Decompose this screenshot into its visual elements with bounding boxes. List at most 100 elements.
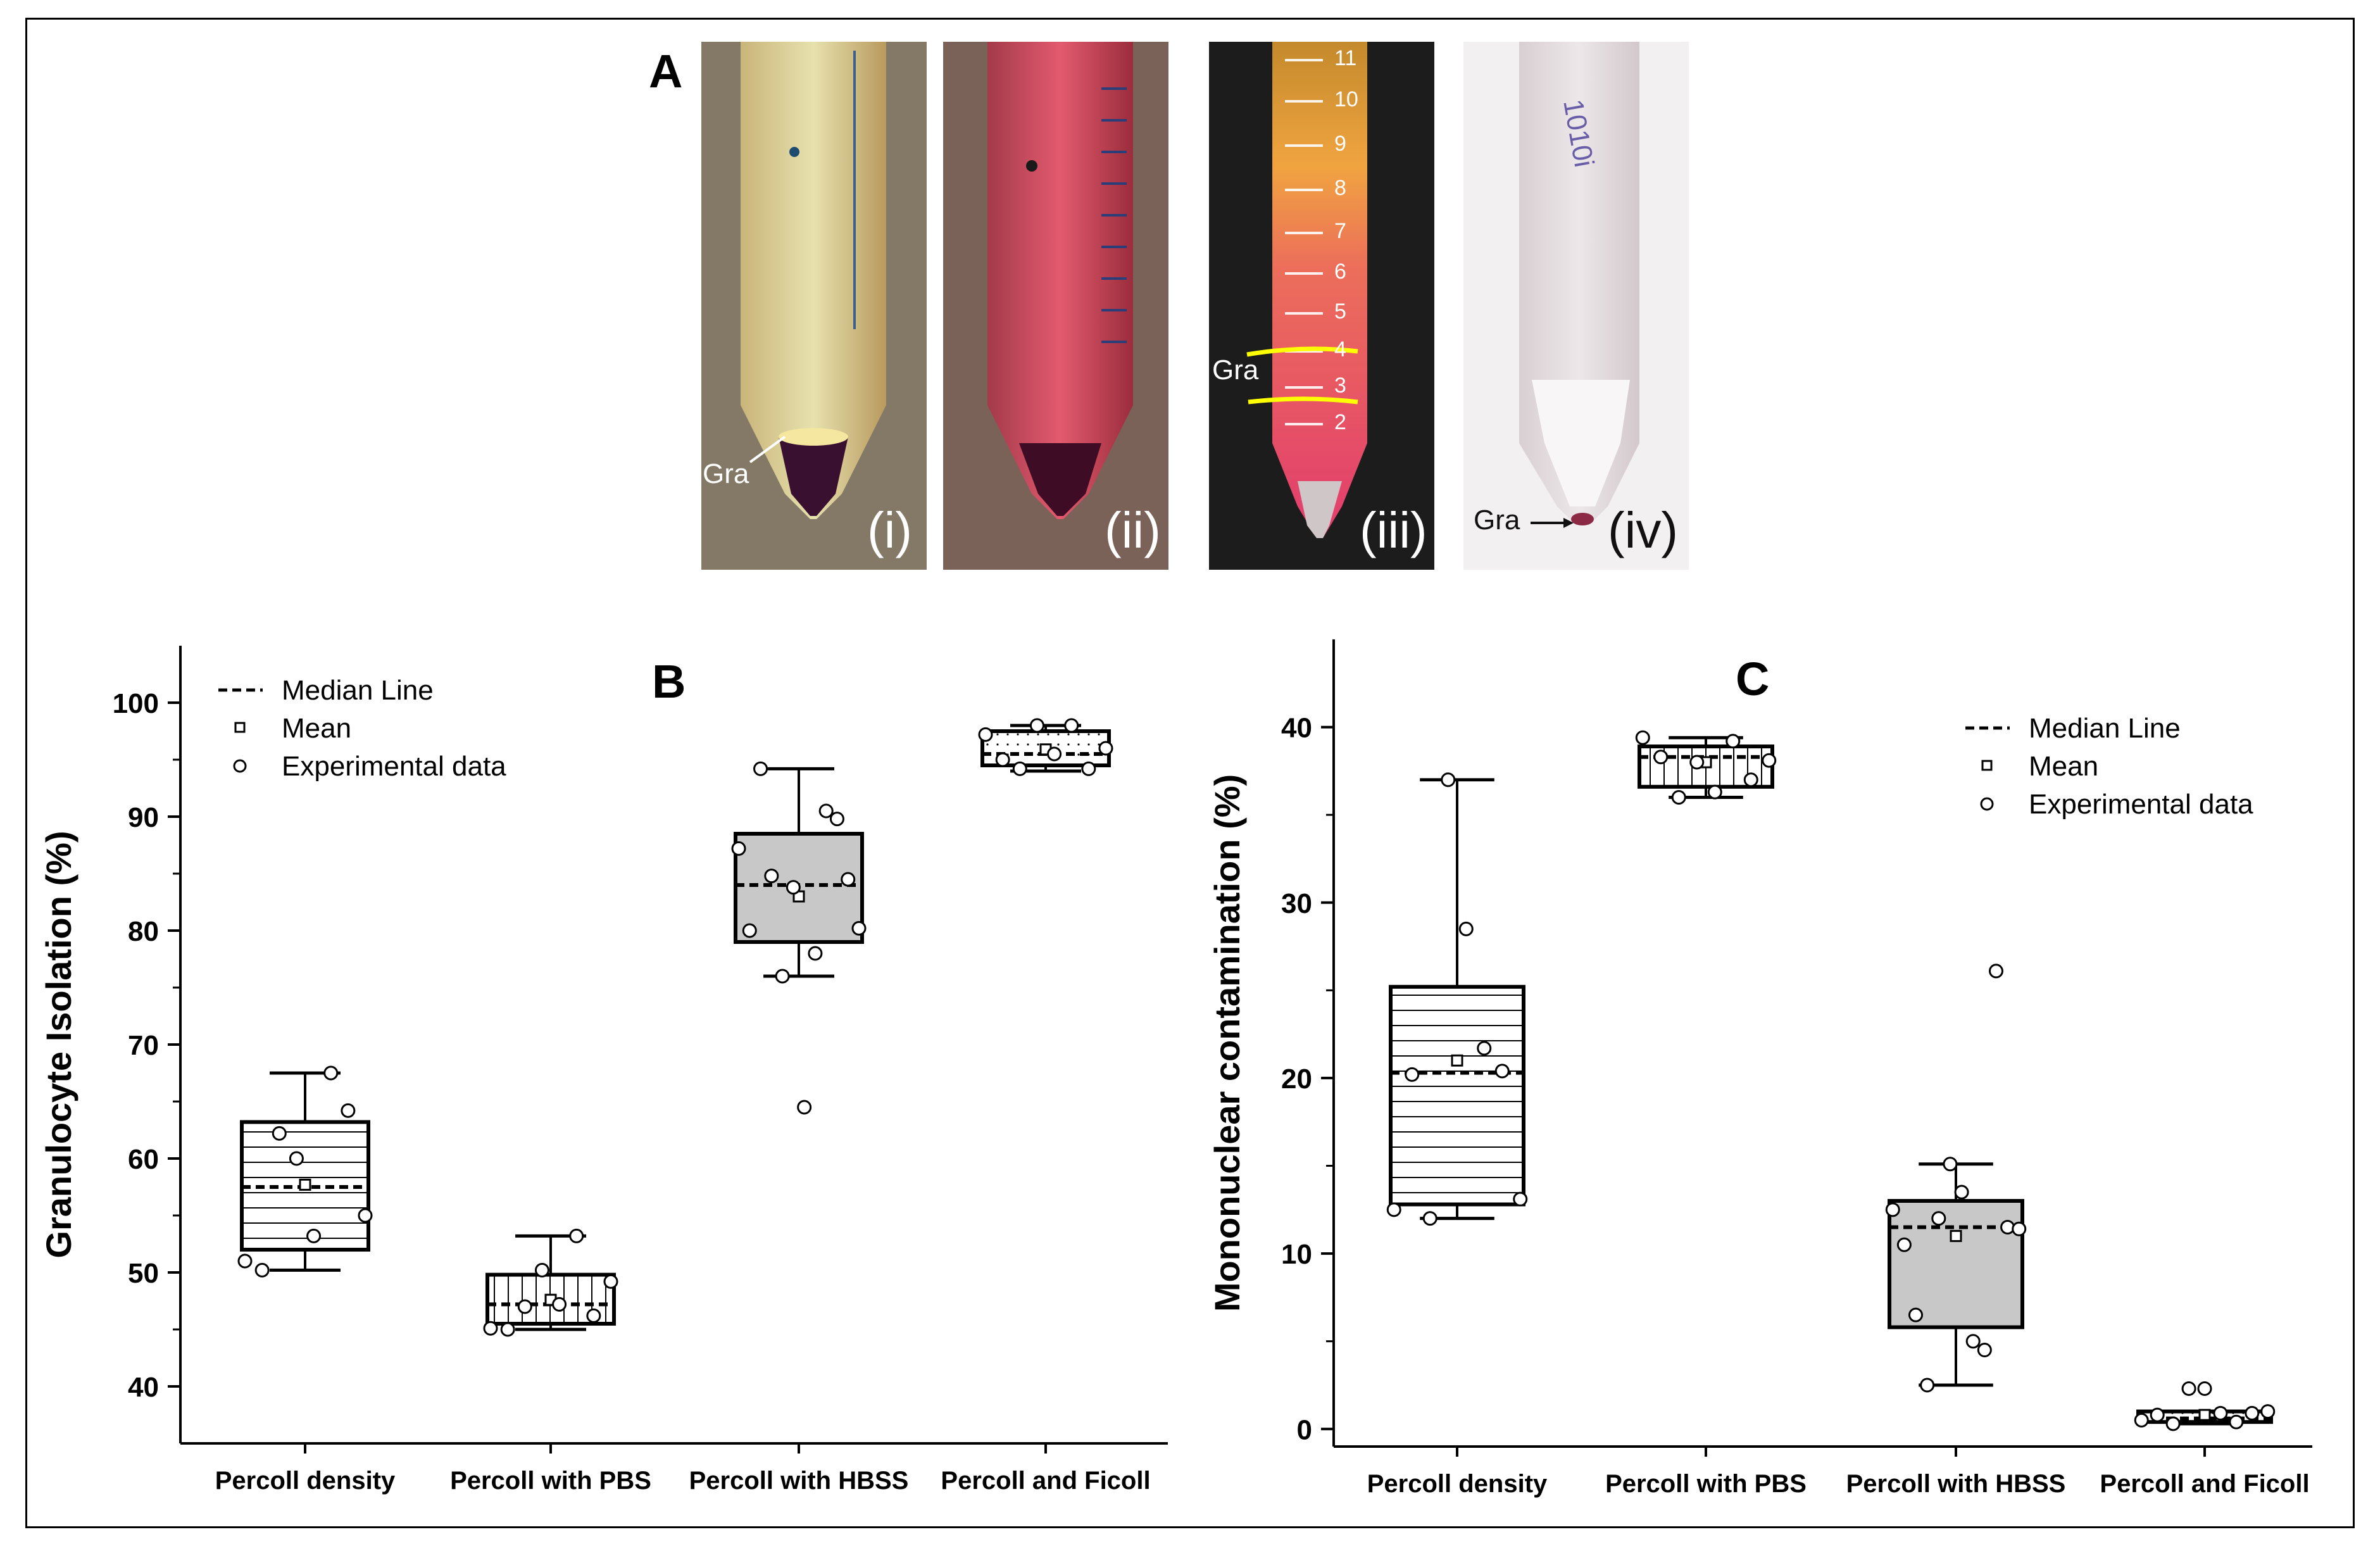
data-point [2260, 1404, 2276, 1419]
data-point [978, 727, 993, 742]
data-point [1896, 1237, 1912, 1252]
scale-number: 7 [1334, 219, 1346, 243]
data-point [1954, 1184, 1969, 1200]
data-point [1931, 1211, 1946, 1226]
data-point [1513, 1191, 1528, 1207]
panel-letter: C [1736, 653, 1769, 705]
legend-label: Experimental data [282, 751, 506, 782]
scale-number: 9 [1334, 132, 1346, 156]
data-point [1707, 784, 1722, 800]
data-point [323, 1065, 339, 1081]
data-point [2012, 1221, 2027, 1236]
y-tick-label: 40 [128, 1372, 159, 1403]
data-point [2165, 1416, 2181, 1431]
legend-data-swatch [1980, 797, 1994, 811]
legend-mean-swatch [1981, 760, 1993, 771]
mean-marker [2198, 1409, 2211, 1421]
data-point [1965, 1334, 1981, 1349]
data-point [797, 1100, 812, 1115]
y-tick-label: 0 [1297, 1414, 1312, 1445]
data-point [1988, 964, 2003, 979]
data-point [1405, 1067, 1420, 1082]
scale-number: 10 [1334, 87, 1358, 111]
data-point [1029, 718, 1044, 733]
figure-frame [25, 18, 2355, 1528]
data-point [1920, 1378, 1935, 1393]
data-point [742, 923, 757, 938]
data-point [1441, 772, 1456, 788]
data-point [603, 1274, 618, 1289]
y-axis-label: Mononuclear contamination (%) [1207, 774, 1247, 1312]
data-point [731, 841, 746, 856]
y-tick-label: 40 [1281, 713, 1312, 744]
tube-label-iv: (iv) [1608, 502, 1679, 558]
data-point [272, 1126, 287, 1141]
scale-number: 5 [1334, 299, 1346, 323]
data-point [1726, 734, 1741, 749]
data-point [2229, 1414, 2244, 1429]
data-point [534, 1262, 549, 1278]
gra-label-iii: Gra [1212, 355, 1259, 386]
data-point [1671, 789, 1686, 805]
legend-mean-swatch [234, 722, 246, 733]
data-point [483, 1321, 498, 1336]
data-point [995, 752, 1010, 767]
y-tick-label: 50 [128, 1258, 159, 1289]
gra-label-i: Gra [703, 458, 749, 489]
gra-label-iv: Gra [1474, 505, 1520, 536]
data-point [1762, 753, 1777, 768]
data-point [841, 872, 856, 887]
data-point [753, 761, 768, 776]
legend-label: Median Line [2029, 713, 2181, 744]
x-tick-label: Percoll with PBS [1605, 1470, 1807, 1498]
data-point [1743, 772, 1758, 788]
data-point [2245, 1405, 2260, 1421]
tube-photo-iv: 1010i [1463, 42, 1689, 570]
data-point [764, 869, 779, 884]
x-tick-label: Percoll density [1367, 1470, 1548, 1498]
data-point [2213, 1405, 2228, 1421]
data-point [1653, 750, 1669, 765]
legend-label: Experimental data [2029, 789, 2253, 820]
data-point [500, 1322, 515, 1337]
data-point [1494, 1064, 1510, 1079]
data-point [829, 812, 844, 827]
box-group [483, 1228, 618, 1337]
y-tick-label: 100 [113, 688, 159, 719]
data-point [786, 880, 801, 895]
data-point [1422, 1211, 1437, 1226]
data-point [1012, 761, 1027, 776]
scale-number: 6 [1334, 260, 1346, 284]
data-point [1689, 755, 1705, 770]
tube-photo-ii [943, 42, 1168, 570]
y-tick-label: 90 [128, 802, 159, 833]
tube-label-ii: (ii) [1105, 502, 1161, 558]
data-point [517, 1299, 532, 1314]
panel-a-letter: A [649, 45, 683, 97]
data-point [1977, 1343, 1992, 1358]
box [1389, 984, 1525, 1207]
mean-marker [299, 1178, 311, 1191]
data-point [2134, 1412, 2149, 1428]
data-point [254, 1262, 270, 1278]
x-tick-label: Percoll density [215, 1467, 396, 1495]
data-point [1081, 761, 1096, 776]
legend-label: Median Line [282, 675, 434, 706]
y-axis-label: Granulocyte Isolation (%) [39, 831, 78, 1258]
y-tick-label: 30 [1281, 888, 1312, 919]
y-tick-label: 80 [128, 916, 159, 947]
data-point [1064, 718, 1079, 733]
data-point [552, 1297, 567, 1312]
data-point [775, 969, 790, 984]
box-group [1885, 964, 2027, 1393]
data-point [1047, 746, 1062, 762]
box-group [978, 718, 1113, 776]
data-point [341, 1103, 356, 1118]
tube-photo-i [701, 42, 927, 570]
box-group [1635, 730, 1777, 805]
box-group [237, 1065, 373, 1278]
